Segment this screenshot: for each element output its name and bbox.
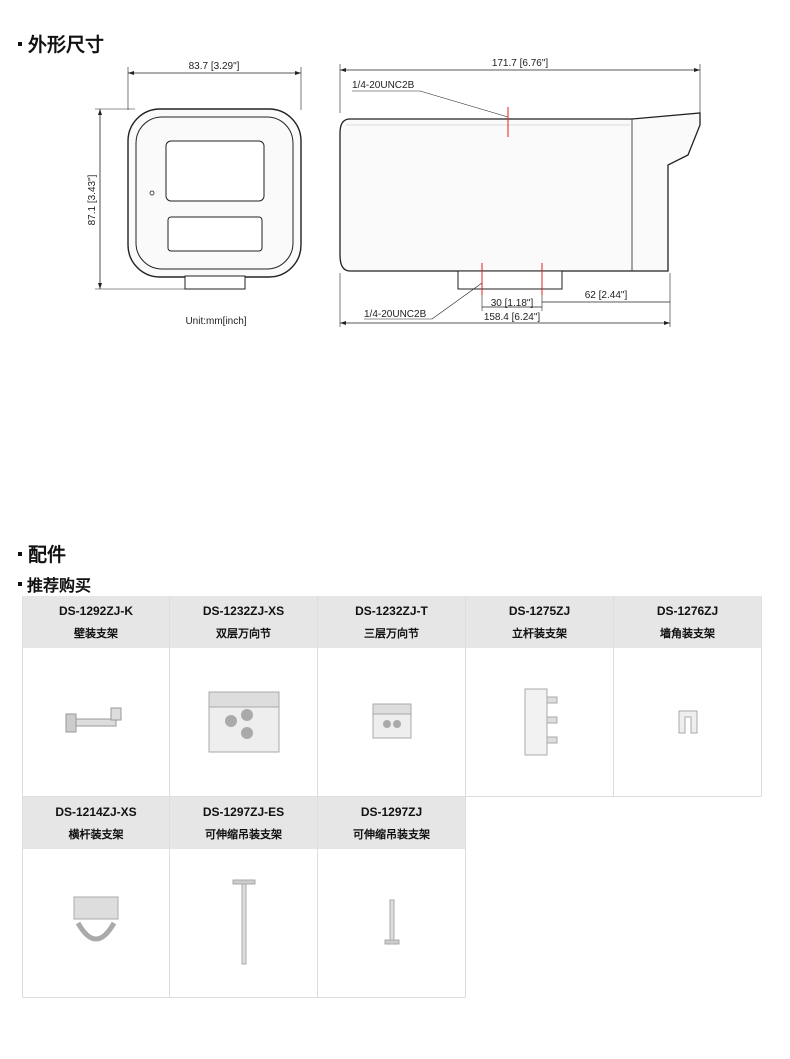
- dim-62: 62 [2.44"]: [585, 290, 628, 301]
- bullet-square-icon: [18, 41, 22, 46]
- dim-30: 30 [1.18"]: [491, 298, 534, 309]
- wall-mount-bracket-icon: [23, 648, 169, 796]
- accessory-card[interactable]: DS-1214ZJ-XS 横杆装支架: [22, 797, 170, 998]
- side-view: 171.7 [6.76"] 1/4-20UNC2B 30 [1.18"] 62 …: [339, 58, 701, 327]
- accessory-model: DS-1292ZJ-K: [58, 603, 134, 618]
- pole-mount-bracket-icon: [466, 648, 613, 796]
- accessory-desc: 可伸缩吊装支架: [353, 827, 430, 841]
- accessories-title-text: 配件: [28, 544, 67, 566]
- corner-mount-bracket-icon: [614, 648, 761, 796]
- accessory-desc: 横杆装支架: [68, 827, 124, 841]
- accessory-row: DS-1214ZJ-XS 横杆装支架 DS-1297ZJ-ES 可伸缩吊装支架 DS…: [22, 797, 762, 998]
- accessory-model: DS-1297ZJ-ES: [202, 804, 285, 819]
- dimensions-title-text: 外形尺寸: [28, 34, 105, 56]
- accessory-grid: DS-1292ZJ-K 壁装支架 DS-1232ZJ-XS 双层万向节 DS-123…: [22, 596, 762, 998]
- dim-158: 158.4 [6.24"]: [484, 312, 541, 323]
- telescopic-pendant-long-icon: [170, 849, 317, 997]
- front-view: 83.7 [3.29"] 87.1 [3.43"] Unit:mm[inch]: [87, 61, 302, 327]
- thread-top-label: 1/4-20UNC2B: [352, 80, 415, 91]
- double-universal-joint-icon: [170, 648, 317, 796]
- front-height-dim: 87.1 [3.43"]: [87, 174, 98, 225]
- accessory-card[interactable]: DS-1297ZJ 可伸缩吊装支架: [318, 797, 466, 998]
- accessory-card[interactable]: DS-1297ZJ-ES 可伸缩吊装支架: [170, 797, 318, 998]
- bullet-square-icon: [18, 582, 22, 586]
- accessory-card[interactable]: DS-1276ZJ 墙角装支架: [614, 596, 762, 797]
- accessories-section-title: 配件: [18, 540, 66, 567]
- recommended-title-text: 推荐购买: [27, 576, 92, 595]
- accessory-desc: 墙角装支架: [660, 626, 715, 640]
- front-width-dim: 83.7 [3.29"]: [189, 61, 240, 72]
- dimension-drawing: 83.7 [3.29"] 87.1 [3.43"] Unit:mm[inch] …: [87, 58, 701, 327]
- accessory-desc: 壁装支架: [74, 626, 118, 640]
- accessory-desc: 立杆装支架: [512, 626, 567, 640]
- accessory-desc: 可伸缩吊装支架: [205, 827, 282, 841]
- accessory-row: DS-1292ZJ-K 壁装支架 DS-1232ZJ-XS 双层万向节 DS-123…: [22, 596, 762, 797]
- horizontal-pole-bracket-icon: [23, 849, 169, 997]
- telescopic-pendant-short-icon: [318, 849, 465, 997]
- bullet-square-icon: [18, 551, 22, 556]
- accessory-desc: 三层万向节: [364, 626, 419, 640]
- accessory-model: DS-1297ZJ: [360, 804, 423, 819]
- accessory-model: DS-1276ZJ: [656, 603, 719, 618]
- accessory-card[interactable]: DS-1232ZJ-T 三层万向节: [318, 596, 466, 797]
- accessory-card[interactable]: DS-1232ZJ-XS 双层万向节: [170, 596, 318, 797]
- side-length-dim: 171.7 [6.76"]: [492, 58, 549, 69]
- accessory-model: DS-1232ZJ-T: [355, 603, 428, 618]
- recommended-title: 推荐购买: [18, 572, 91, 596]
- triple-universal-joint-icon: [318, 648, 465, 796]
- thread-bottom-label: 1/4-20UNC2B: [364, 309, 427, 320]
- accessory-model: DS-1214ZJ-XS: [55, 804, 137, 819]
- accessory-desc: 双层万向节: [216, 626, 271, 640]
- dimensions-section-title: 外形尺寸: [18, 30, 104, 57]
- accessory-model: DS-1232ZJ-XS: [202, 603, 285, 618]
- unit-label: Unit:mm[inch]: [185, 316, 246, 327]
- accessory-card[interactable]: DS-1292ZJ-K 壁装支架: [22, 596, 170, 797]
- accessory-model: DS-1275ZJ: [508, 603, 571, 618]
- accessory-card[interactable]: DS-1275ZJ 立杆装支架: [466, 596, 614, 797]
